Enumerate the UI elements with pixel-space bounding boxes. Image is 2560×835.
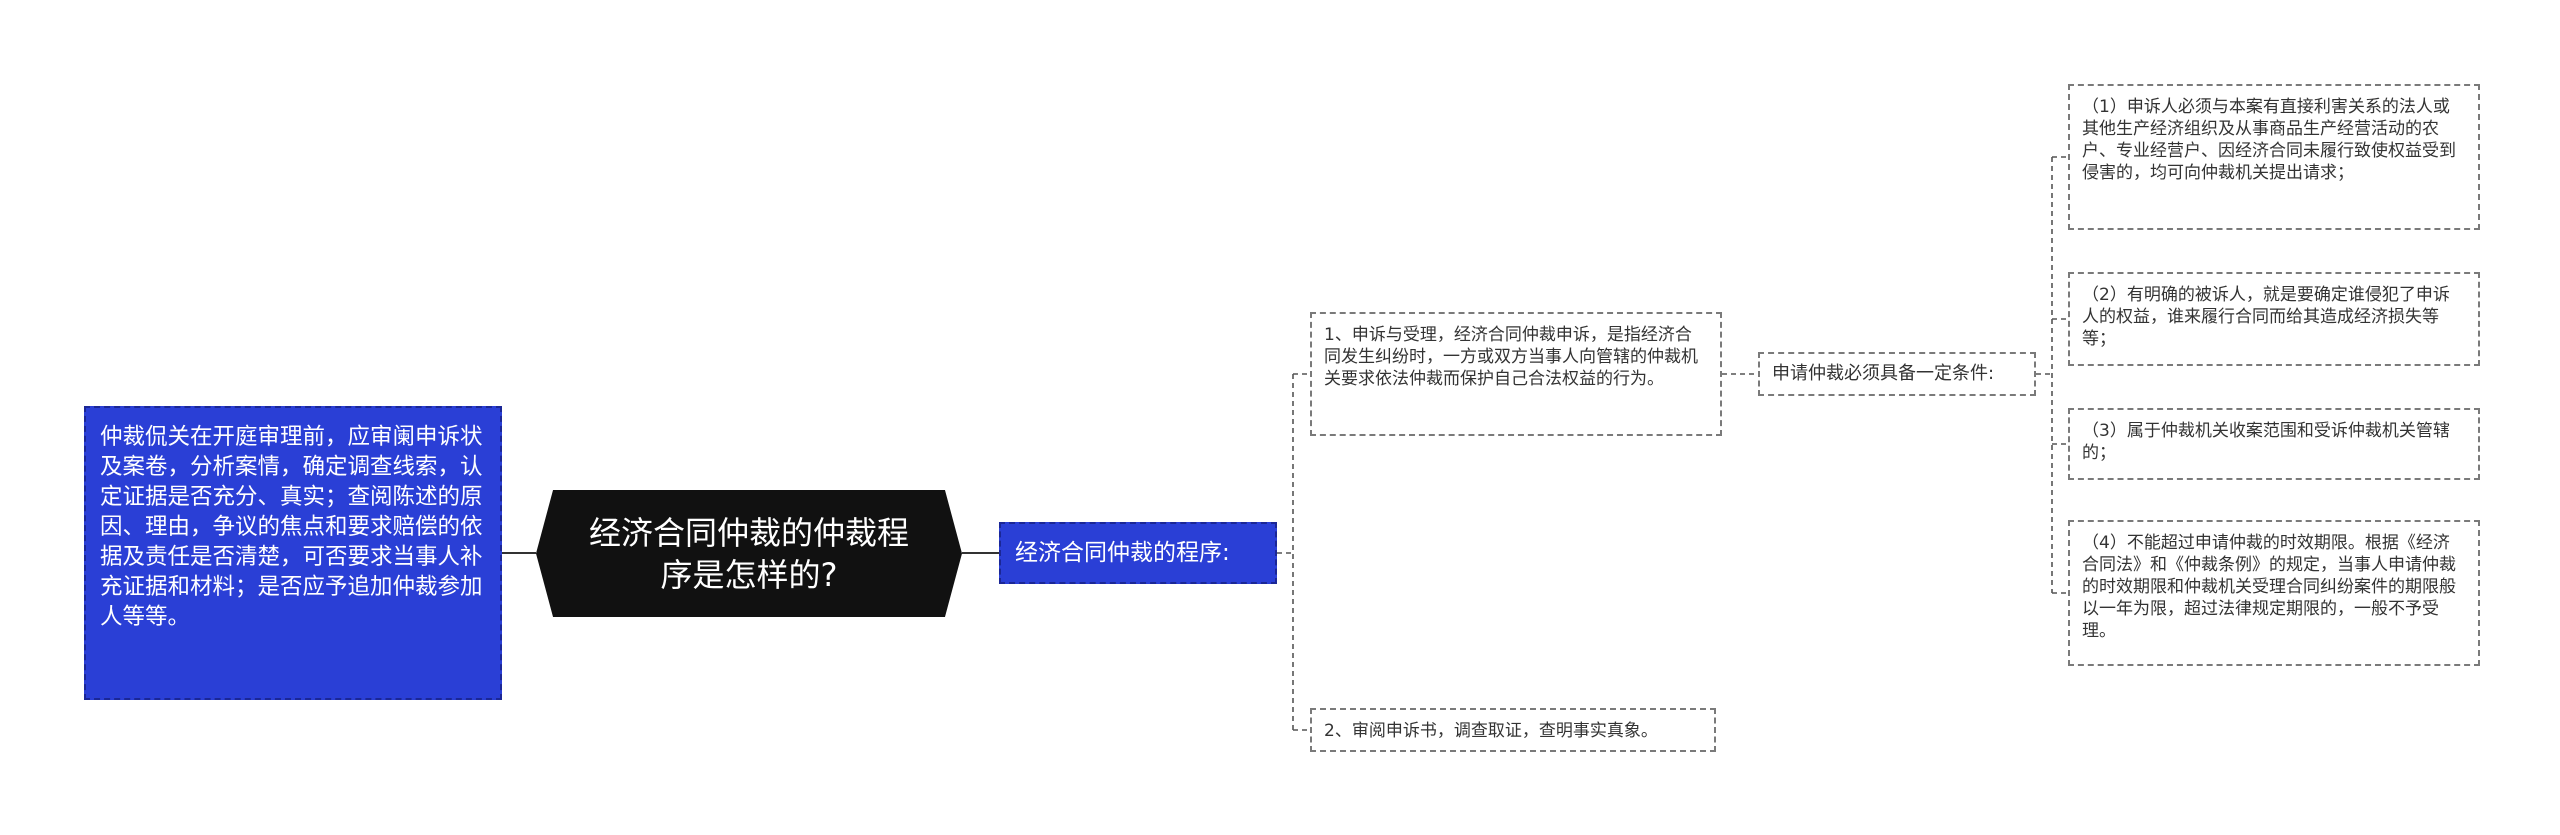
root-topic-title: 经济合同仲裁的仲裁程序是怎样的? xyxy=(588,513,909,594)
root-topic-node[interactable]: 经济合同仲裁的仲裁程序是怎样的? xyxy=(536,490,962,617)
condition-2-node[interactable]: （2）有明确的被诉人，就是要确定谁侵犯了申诉人的权益，谁来履行合同而给其造成经济… xyxy=(2068,272,2480,366)
left-description-text: 仲裁侃关在开庭审理前，应审阑申诉状及案卷，分析案情，确定调查线索，认定证据是否充… xyxy=(100,424,483,630)
conditions-label-node[interactable]: 申请仲裁必须具备一定条件: xyxy=(1758,352,2036,396)
left-description-node[interactable]: 仲裁侃关在开庭审理前，应审阑申诉状及案卷，分析案情，确定调查线索，认定证据是否充… xyxy=(84,406,502,700)
condition-2-text: （2）有明确的被诉人，就是要确定谁侵犯了申诉人的权益，谁来履行合同而给其造成经济… xyxy=(2082,285,2450,349)
condition-1-node[interactable]: （1）申诉人必须与本案有直接利害关系的法人或其他生产经济组织及从事商品生产经营活… xyxy=(2068,84,2480,230)
condition-4-node[interactable]: （4）不能超过申请仲裁的时效期限。根据《经济合同法》和《仲裁条例》的规定，当事人… xyxy=(2068,520,2480,666)
step-2-node[interactable]: 2、审阅申诉书，调查取证，查明事实真象。 xyxy=(1310,708,1716,752)
condition-4-text: （4）不能超过申请仲裁的时效期限。根据《经济合同法》和《仲裁条例》的规定，当事人… xyxy=(2082,533,2456,641)
branch-procedure-node[interactable]: 经济合同仲裁的程序: xyxy=(999,522,1277,584)
link-branch-steps xyxy=(1277,373,1310,731)
branch-procedure-label: 经济合同仲裁的程序: xyxy=(1015,540,1230,566)
condition-1-text: （1）申诉人必须与本案有直接利害关系的法人或其他生产经济组织及从事商品生产经营活… xyxy=(2082,97,2456,183)
link-conditions-items xyxy=(2036,156,2068,594)
condition-3-node[interactable]: （3）属于仲裁机关收案范围和受诉仲裁机关管辖的； xyxy=(2068,408,2480,480)
step-1-text: 1、申诉与受理，经济合同仲裁申诉，是指经济合同发生纠纷时，一方或双方当事人向管辖… xyxy=(1324,325,1698,389)
step-1-node[interactable]: 1、申诉与受理，经济合同仲裁申诉，是指经济合同发生纠纷时，一方或双方当事人向管辖… xyxy=(1310,312,1722,436)
condition-3-text: （3）属于仲裁机关收案范围和受诉仲裁机关管辖的； xyxy=(2082,421,2450,463)
conditions-label-text: 申请仲裁必须具备一定条件: xyxy=(1772,363,1995,384)
step-2-text: 2、审阅申诉书，调查取证，查明事实真象。 xyxy=(1324,721,1658,741)
